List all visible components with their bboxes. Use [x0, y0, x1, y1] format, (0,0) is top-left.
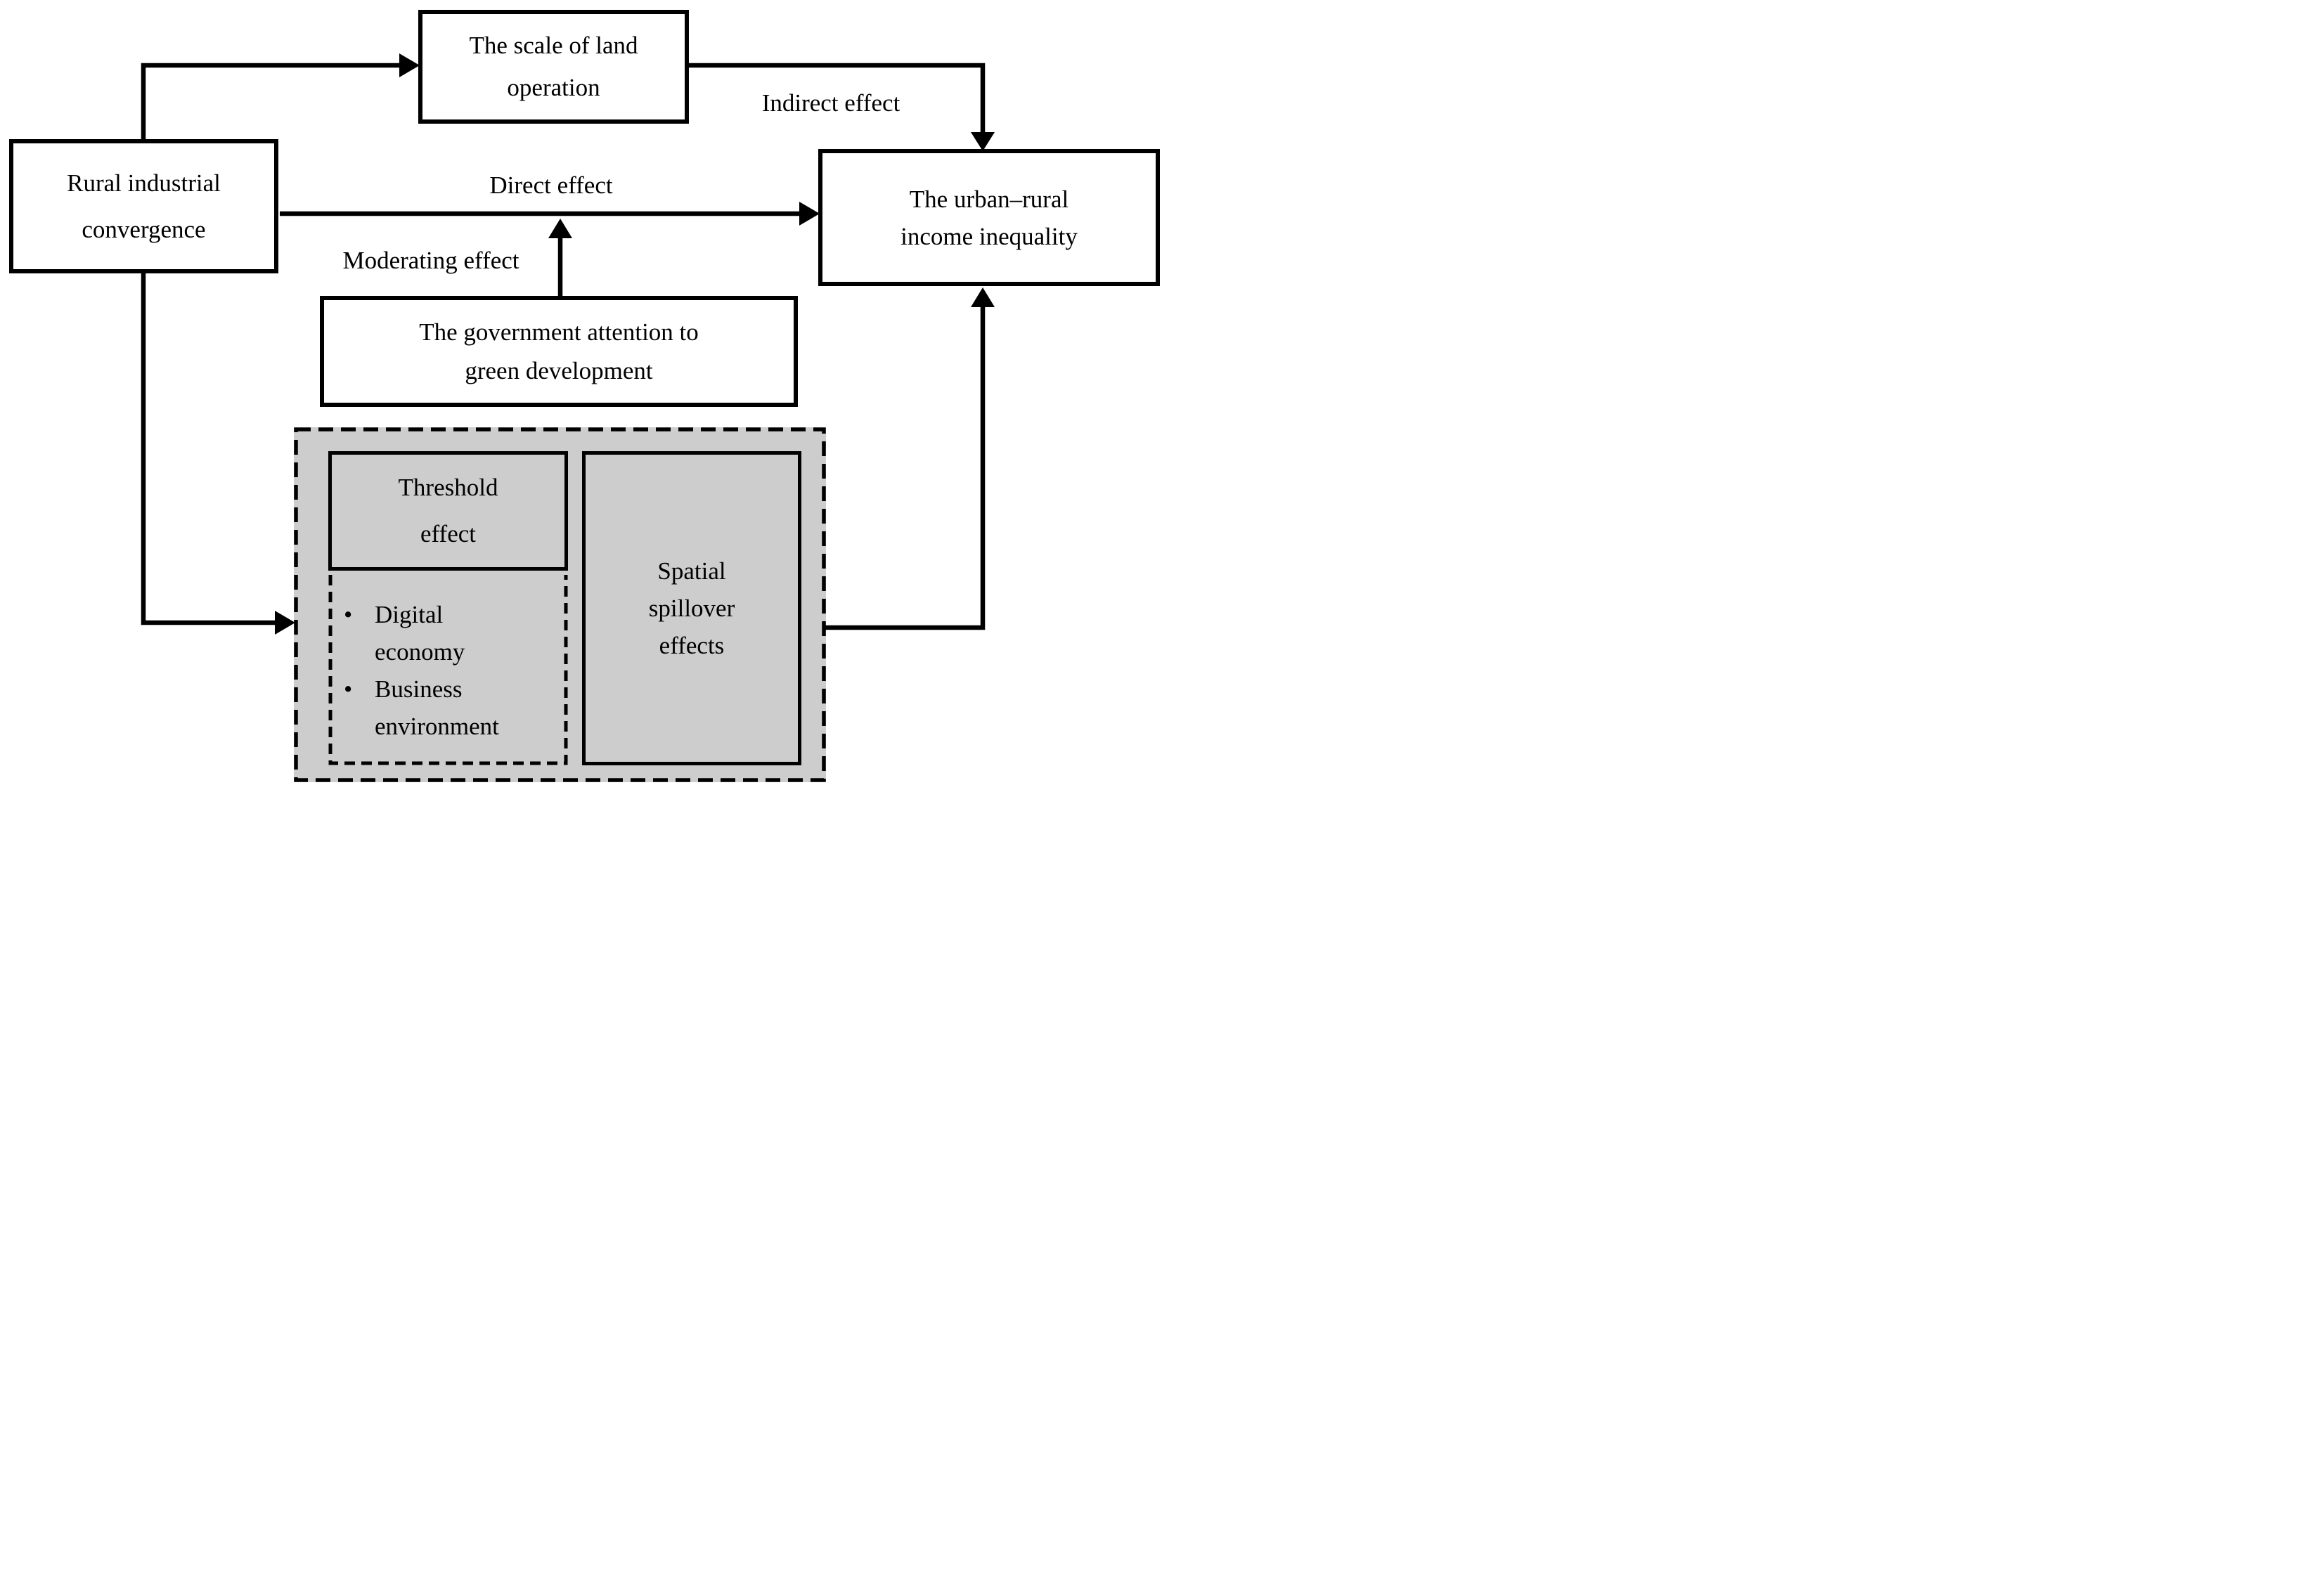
arrow-mechanisms-to-inequality: [825, 306, 986, 630]
list-item-text: Business environment: [375, 670, 499, 745]
business-line2: environment: [375, 712, 499, 740]
box-rural-line2: convergence: [82, 215, 206, 243]
digital-line1: Digital: [375, 600, 444, 628]
box-threshold-effect: Threshold effect: [328, 451, 568, 571]
box-spatial-line1: Spatial: [657, 557, 726, 585]
arrow-direct-head: [799, 202, 820, 226]
box-inequality-line1: The urban–rural: [909, 185, 1069, 213]
list-item-digital-economy: • Digital economy: [344, 596, 568, 670]
arrow-moderating-head: [548, 219, 572, 238]
box-government-line1: The government attention to: [419, 318, 699, 346]
list-item-text: Digital economy: [375, 596, 465, 670]
business-line1: Business: [375, 675, 463, 703]
mediators-list: • Digital economy • Business environment: [328, 575, 568, 765]
arrow-rural-to-land: [141, 63, 400, 141]
box-scale-of-land-line1: The scale of land: [469, 32, 638, 59]
bullet-icon: •: [344, 600, 353, 628]
conceptual-framework-diagram: The scale of land operation Rural indust…: [0, 0, 1162, 785]
box-spatial-spillover-effects: Spatial spillover effects: [582, 451, 801, 765]
arrow-rural-to-land-head: [399, 53, 420, 77]
digital-line2: economy: [375, 637, 465, 666]
box-rural-line1: Rural industrial: [67, 169, 221, 197]
label-direct-effect: Direct effect: [489, 171, 613, 199]
box-scale-of-land-operation: The scale of land operation: [418, 10, 689, 124]
box-government-line2: green development: [465, 357, 653, 384]
box-threshold-line1: Threshold: [398, 474, 498, 501]
box-scale-of-land-line2: operation: [507, 74, 600, 101]
box-spatial-line2: spillover: [648, 595, 735, 622]
box-inequality-line2: income inequality: [900, 222, 1078, 250]
arrow-land-to-inequality-head: [971, 132, 995, 151]
list-item-business-environment: • Business environment: [344, 670, 568, 745]
box-threshold-line2: effect: [420, 520, 476, 547]
label-moderating-effect: Moderating effect: [342, 247, 519, 274]
mediators-dashed-border: [328, 575, 568, 765]
bullet-icon: •: [344, 675, 353, 703]
arrow-rural-to-mechanisms-head: [275, 611, 295, 635]
mechanisms-dashed-border: [294, 427, 826, 782]
box-urban-rural-income-inequality: The urban–rural income inequality: [818, 149, 1160, 286]
arrows-layer: [141, 53, 995, 782]
label-indirect-effect: Indirect effect: [761, 89, 900, 117]
arrow-rural-to-mechanisms: [141, 271, 276, 625]
box-rural-industrial-convergence: Rural industrial convergence: [9, 139, 278, 273]
arrow-mechanisms-to-inequality-head: [971, 287, 995, 307]
box-government-attention: The government attention to green develo…: [320, 296, 798, 407]
arrow-land-to-inequality: [687, 63, 986, 133]
mechanisms-container: [294, 427, 826, 782]
box-spatial-line3: effects: [659, 632, 725, 659]
